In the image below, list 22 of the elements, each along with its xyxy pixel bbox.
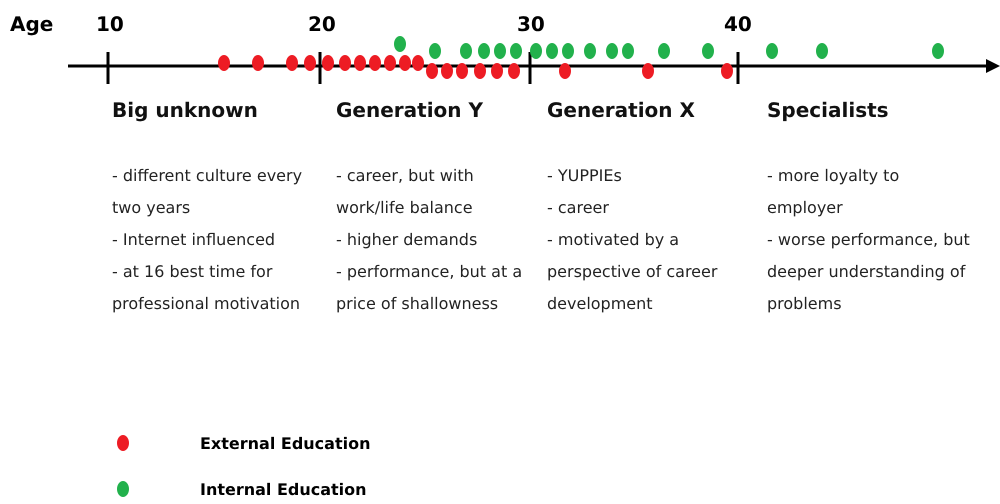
bullet-text: - different culture every two years <box>112 165 304 219</box>
legend-text: Internal Education <box>200 480 367 499</box>
tick-label: 40 <box>724 12 752 36</box>
tick-label: 30 <box>517 12 545 36</box>
bullet-text: - motivated by a perspective of career development <box>547 229 718 315</box>
column-heading: Big unknown <box>112 98 258 122</box>
bullet-text: - YUPPIEs <box>547 165 623 187</box>
bullet-text: - higher demands <box>336 229 478 251</box>
bullet-text: - at 16 best time for professional motivation <box>112 261 302 315</box>
bullet-text: - worse performance, but deeper understanding of problems <box>767 229 971 315</box>
bullet-text: - career <box>547 197 610 219</box>
column-heading: Generation Y <box>336 98 483 122</box>
column-heading: Generation X <box>547 98 695 122</box>
column-heading: Specialists <box>767 98 889 122</box>
tick-label: 20 <box>308 12 336 36</box>
bullet-text: - performance, but at a price of shallowness <box>336 261 524 315</box>
legend-text: External Education <box>200 434 370 453</box>
tick-label: 10 <box>96 12 124 36</box>
bullet-text: - career, but with work/life balance <box>336 165 475 219</box>
bullet-text: - more loyalty to employer <box>767 165 900 219</box>
axis-title: Age <box>10 12 54 36</box>
bullet-text: - Internet influenced <box>112 229 276 251</box>
